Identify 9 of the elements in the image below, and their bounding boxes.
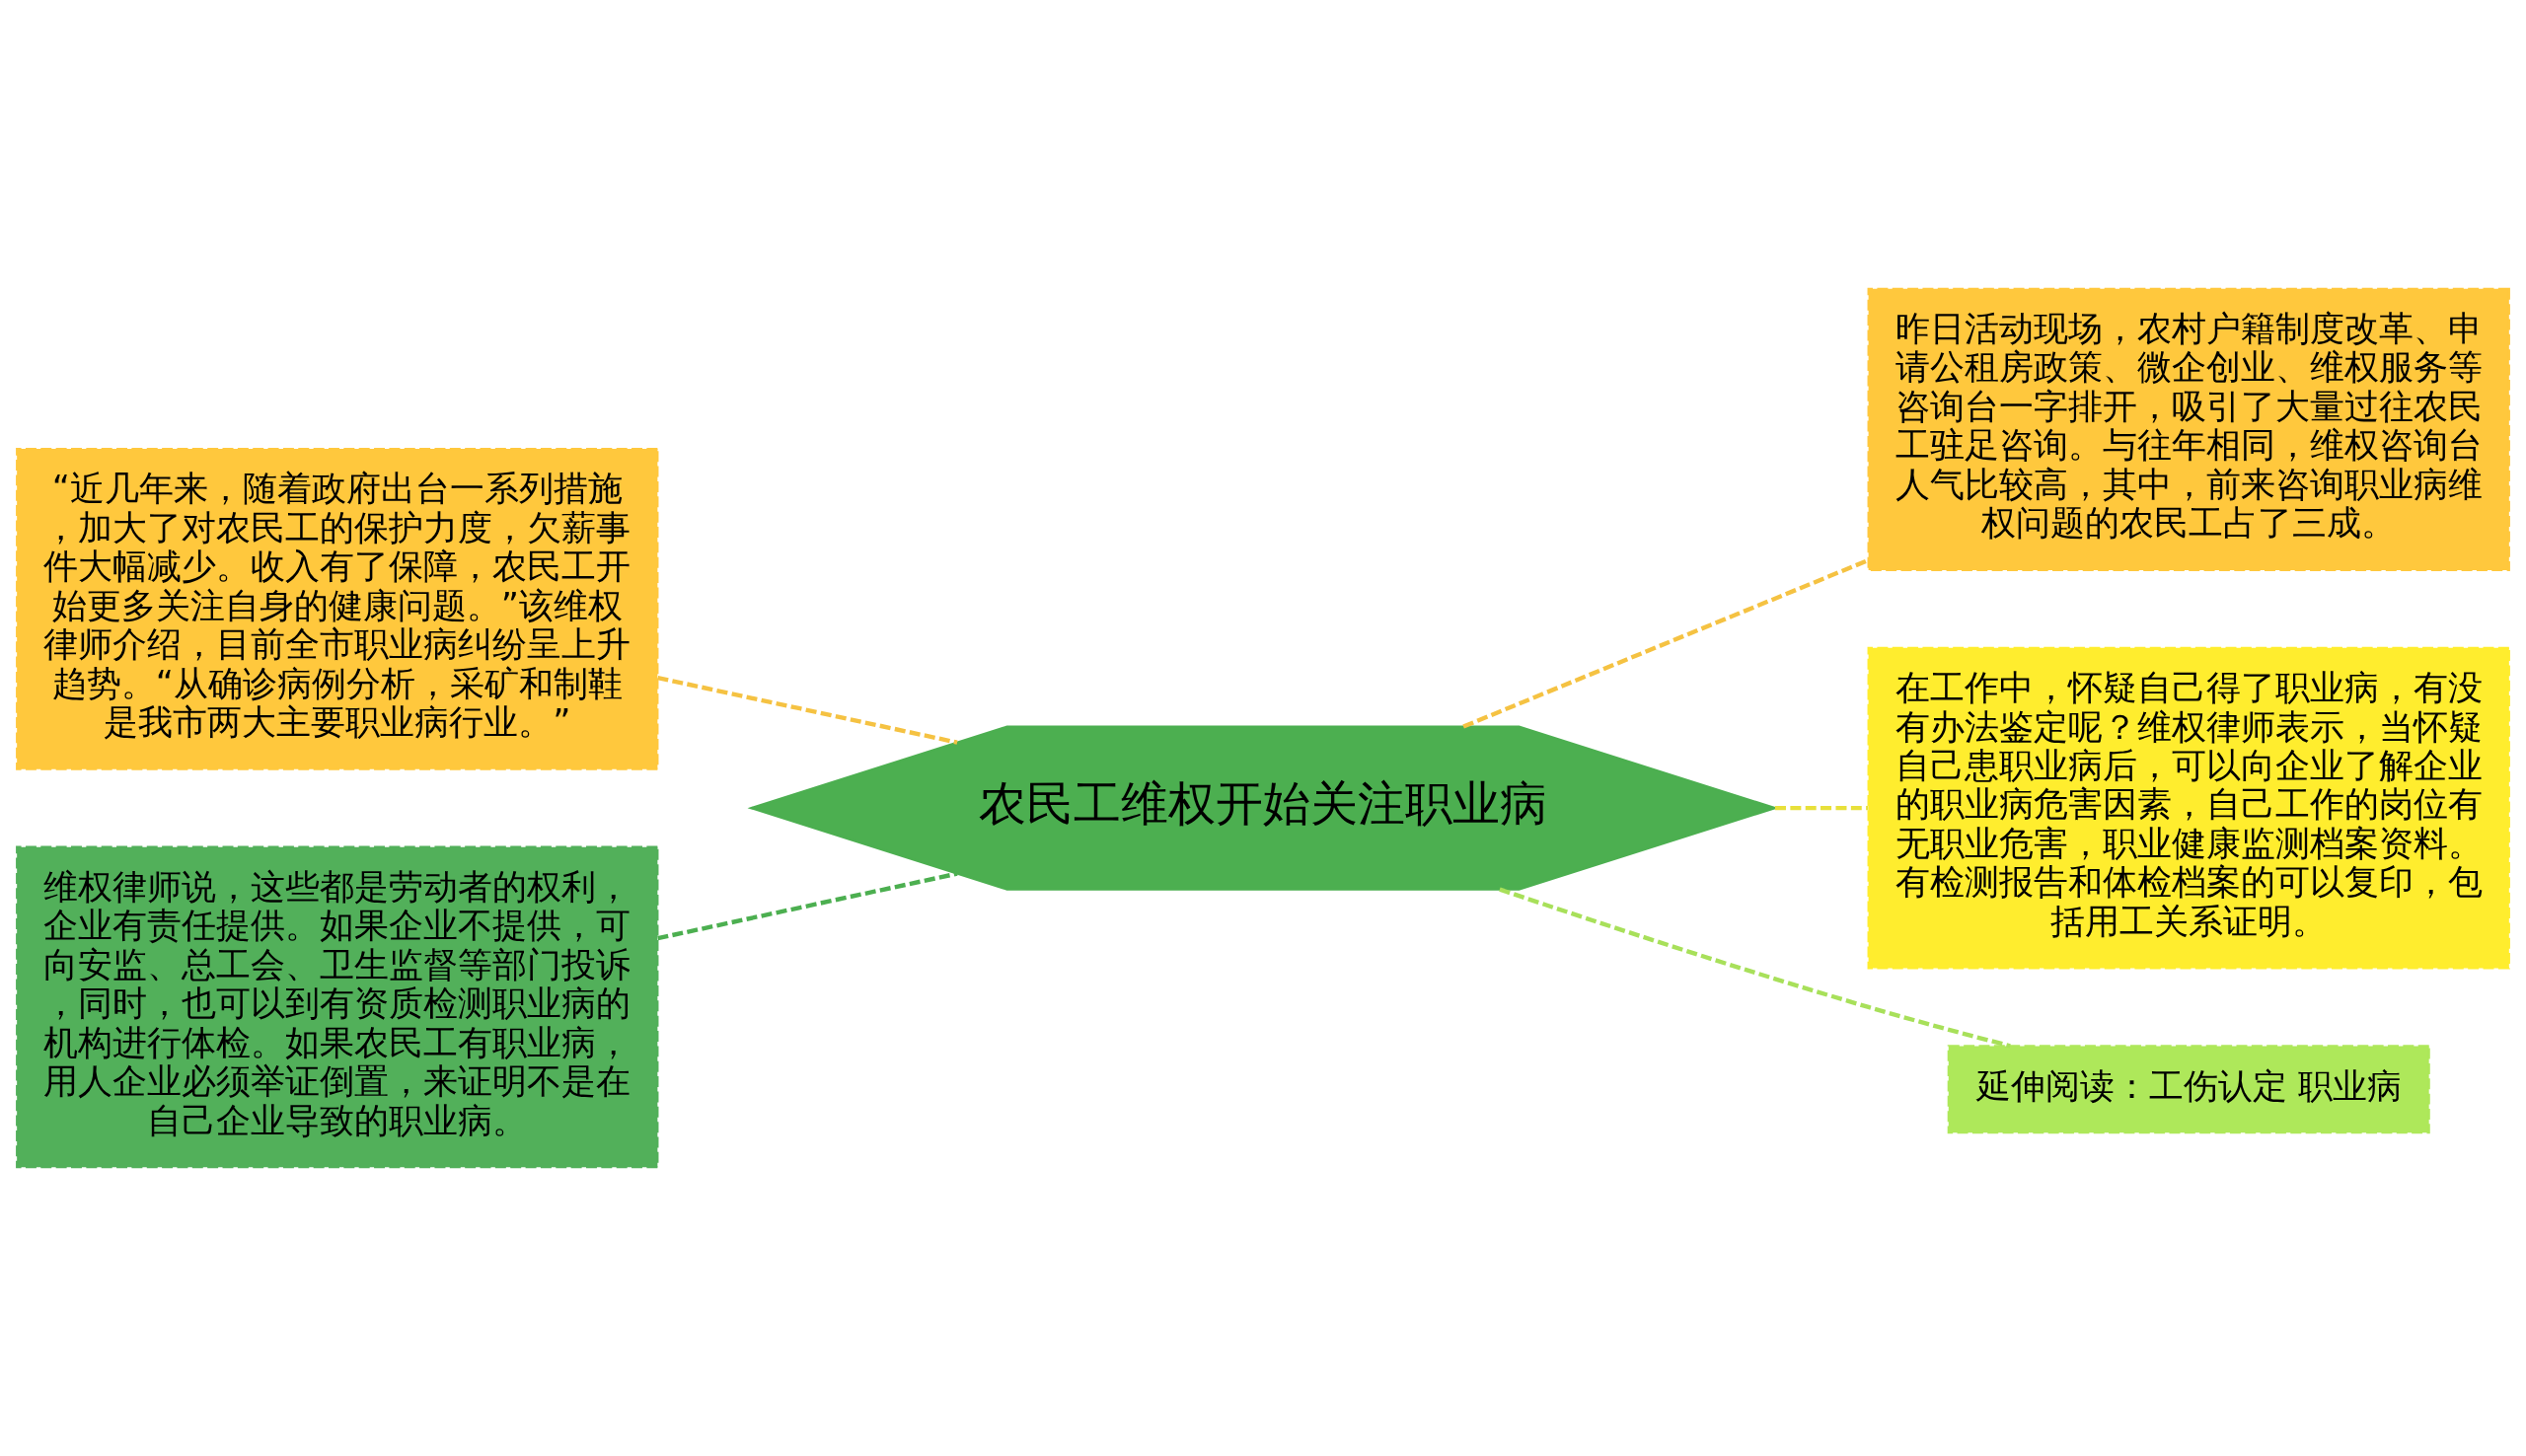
connector xyxy=(657,675,958,745)
node-box: 延伸阅读：工伤认定 职业病 xyxy=(1947,1045,2430,1134)
node-box: 在工作中，怀疑自己得了职业病，有没有办法鉴定呢？维权律师表示，当怀疑自己患职业病后，可以向企业了解企业的职业病危害因素，自己工作的岗位有无职业危害，职业健康监测档案资料。有检测报告和体检档案的可以复印，包括用工关系证明。 xyxy=(1867,646,2510,970)
node-box: 昨日活动现场，农村户籍制度改革、申请公租房政策、微企创业、维权服务等咨询台一字排开，吸引了大量过往农民工驻足咨询。与往年相同，维权咨询台人气比较高，其中，前来咨询职业病维权问题的农民工占了三成。 xyxy=(1867,287,2510,571)
node-box: “近几年来，随着政府出台一系列措施，加大了对农民工的保护力度，欠薪事件大幅减少。收入有了保障，农民工开始更多关注自身的健康问题。”该维权律师介绍，目前全市职业病纠纷呈上升趋势。“从确诊病例分析，采矿和制鞋是我市两大主要职业病行业。” xyxy=(16,447,659,770)
connector xyxy=(1499,887,2011,1049)
node-box: 维权律师说，这些都是劳动者的权利，企业有责任提供。如果企业不提供，可向安监、总工会、卫生监督等部门投诉，同时，也可以到有资质检测职业病的机构进行体检。如果农民工有职业病，用人企业必须举证倒置，来证明不是在自己企业导致的职业病。 xyxy=(16,845,659,1169)
connector xyxy=(1774,805,1869,811)
connector xyxy=(657,871,958,941)
